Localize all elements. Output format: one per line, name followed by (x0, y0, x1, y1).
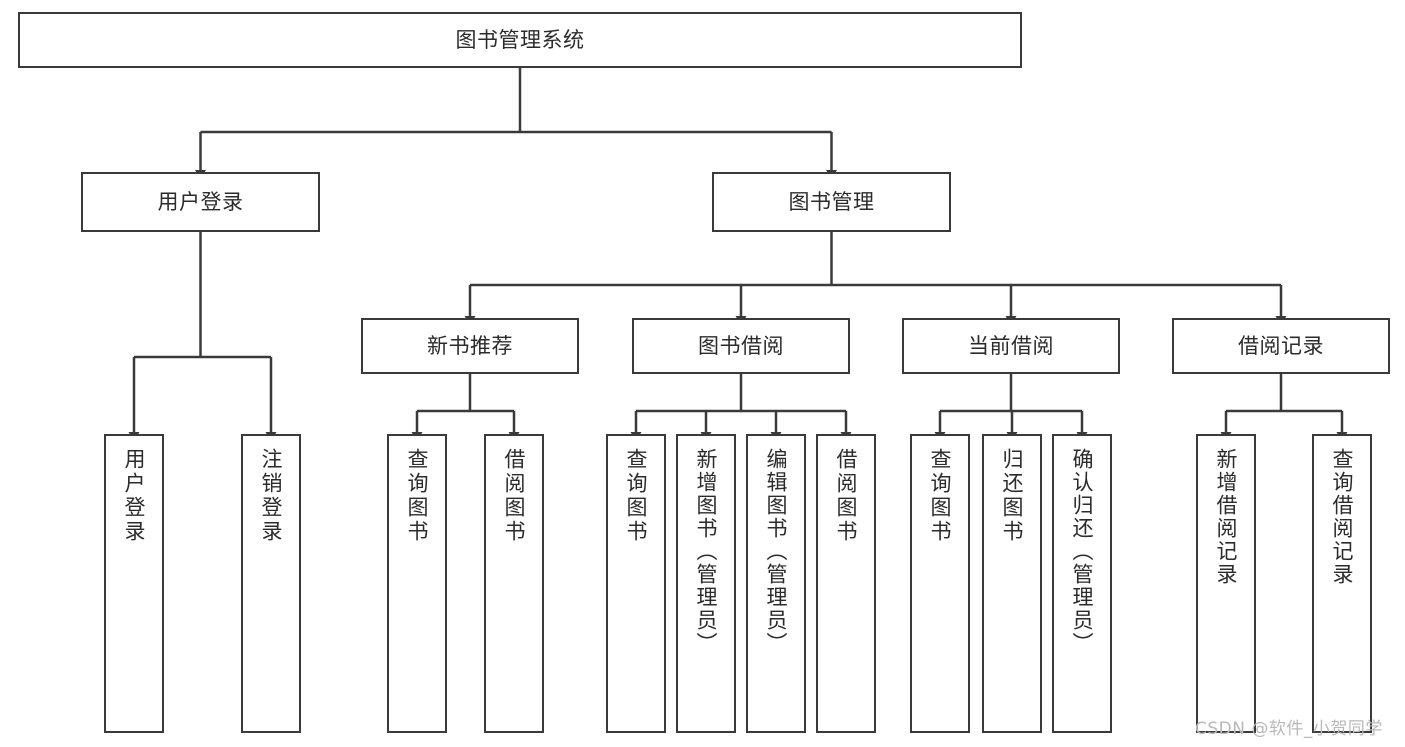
node-label: 新书推荐 (427, 333, 513, 358)
node-label: 图书管理系统 (455, 27, 585, 52)
node-new-book-rec[interactable]: 新书推荐 (361, 318, 579, 374)
watermark: CSDN @软件_小贺同学 (1195, 714, 1383, 739)
node-label: 借阅图书 (502, 448, 527, 544)
node-label: 查询图书 (624, 448, 649, 544)
node-label: 编辑图书（管理员） (764, 448, 789, 655)
node-label: 确认归还（管理员） (1070, 448, 1095, 655)
node-label: 查询图书 (928, 448, 953, 544)
node-current-borrow[interactable]: 当前借阅 (902, 318, 1120, 374)
node-label: 归还图书 (1000, 448, 1025, 544)
node-label: 借阅记录 (1238, 333, 1324, 358)
node-leaf-borrow-book-1[interactable]: 借阅图书 (484, 434, 544, 733)
node-leaf-edit-book[interactable]: 编辑图书（管理员） (746, 434, 806, 733)
node-label: 新增图书（管理员） (694, 448, 719, 655)
node-leaf-query-book-3[interactable]: 查询图书 (910, 434, 970, 733)
watermark-text: CSDN @软件_小贺同学 (1195, 719, 1383, 739)
node-book-borrow[interactable]: 图书借阅 (632, 318, 850, 374)
node-book-manage[interactable]: 图书管理 (712, 172, 951, 232)
node-root[interactable]: 图书管理系统 (18, 12, 1022, 68)
node-label: 用户登录 (157, 189, 244, 214)
node-leaf-add-record[interactable]: 新增借阅记录 (1196, 434, 1256, 733)
node-label: 借阅图书 (834, 448, 859, 544)
node-leaf-return-book[interactable]: 归还图书 (982, 434, 1042, 733)
node-label: 注销登录 (259, 448, 284, 544)
edge-paths (128, 68, 1348, 441)
node-leaf-borrow-book-2[interactable]: 借阅图书 (816, 434, 876, 733)
node-leaf-query-book-1[interactable]: 查询图书 (387, 434, 447, 733)
node-label: 用户登录 (122, 448, 147, 544)
node-leaf-add-book[interactable]: 新增图书（管理员） (676, 434, 736, 733)
node-leaf-user-login[interactable]: 用户登录 (104, 434, 164, 733)
node-borrow-record[interactable]: 借阅记录 (1172, 318, 1390, 374)
node-leaf-confirm-return[interactable]: 确认归还（管理员） (1052, 434, 1112, 733)
node-user-login[interactable]: 用户登录 (81, 172, 320, 232)
node-leaf-query-book-2[interactable]: 查询图书 (606, 434, 666, 733)
node-label: 查询图书 (405, 448, 430, 544)
node-label: 图书管理 (788, 189, 875, 214)
node-leaf-query-record[interactable]: 查询借阅记录 (1312, 434, 1372, 733)
node-label: 新增借阅记录 (1214, 448, 1239, 586)
node-label: 图书借阅 (698, 333, 784, 358)
node-leaf-logout[interactable]: 注销登录 (241, 434, 301, 733)
node-label: 当前借阅 (968, 333, 1054, 358)
node-label: 查询借阅记录 (1330, 448, 1355, 586)
